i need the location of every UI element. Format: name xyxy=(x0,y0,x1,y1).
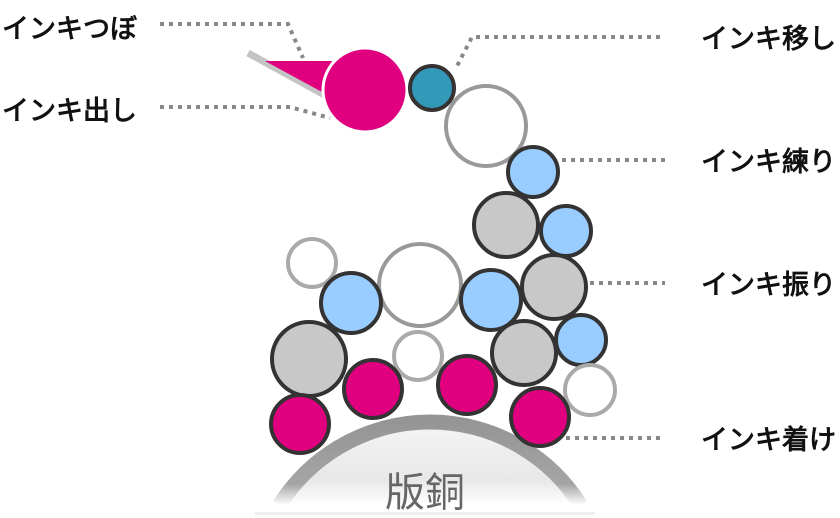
blue-roller xyxy=(319,271,383,335)
label-ink-fountain: インキつぼ xyxy=(2,14,138,45)
plate-cylinder xyxy=(273,414,587,510)
blue-roller xyxy=(554,313,608,367)
white-roller xyxy=(563,363,617,417)
vibrating-roller xyxy=(520,253,588,321)
label-ink-transfer: インキ移し xyxy=(701,24,836,55)
label-ink-kneading: インキ練り xyxy=(701,146,836,178)
magenta-roller xyxy=(342,358,404,420)
label-ink-ductor: インキ出し xyxy=(2,96,137,127)
ink-fountain-ink xyxy=(265,61,332,92)
label-ink-vibrating: インキ振り xyxy=(701,270,836,301)
ductor-roller xyxy=(408,64,456,112)
plate-base-line xyxy=(255,512,595,515)
gray-roller xyxy=(490,319,558,387)
form-roller xyxy=(269,393,331,455)
gray-roller xyxy=(270,320,348,398)
plate-cylinder-label: 版銅 xyxy=(385,470,465,516)
white-roller xyxy=(286,237,338,289)
kneading-roller xyxy=(506,145,560,199)
magenta-roller xyxy=(436,354,498,416)
fountain-roller xyxy=(321,46,409,134)
transfer-roller xyxy=(444,84,528,168)
leader-fountain xyxy=(160,22,305,59)
form-roller xyxy=(509,386,571,448)
blue-roller xyxy=(459,268,523,332)
label-ink-form: インキ着け xyxy=(701,424,836,456)
plate-cylinder-rim xyxy=(273,414,587,510)
fountain-blade xyxy=(246,49,332,102)
white-roller xyxy=(377,242,463,328)
leader-transfer xyxy=(454,35,660,69)
leader-ductor xyxy=(160,105,331,120)
blue-roller xyxy=(539,204,593,258)
white-roller xyxy=(392,330,444,382)
gray-roller xyxy=(472,191,540,259)
